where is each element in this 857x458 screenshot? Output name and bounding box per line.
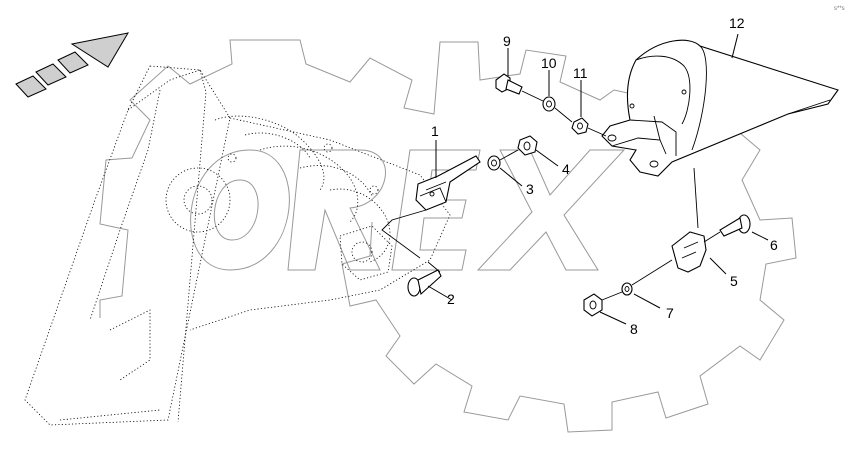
plate-part-5 bbox=[671, 231, 707, 273]
callout-4: 4 bbox=[562, 161, 570, 177]
bolt-part-6 bbox=[719, 214, 751, 237]
callout-11: 11 bbox=[573, 65, 588, 81]
callout-7: 7 bbox=[666, 305, 674, 321]
background-assembly bbox=[24, 65, 451, 426]
callout-1: 1 bbox=[431, 123, 439, 139]
callout-2: 2 bbox=[447, 291, 455, 307]
corner-code: s**s bbox=[834, 6, 845, 12]
leader-lines bbox=[427, 33, 769, 325]
guard-to-plate-line bbox=[693, 167, 699, 229]
bolt-part-9 bbox=[495, 73, 523, 95]
nut-part-8 bbox=[583, 293, 603, 317]
nut-part-4 bbox=[517, 135, 538, 156]
callout-5: 5 bbox=[730, 273, 738, 289]
callout-9: 9 bbox=[503, 33, 511, 49]
nut-part-11 bbox=[571, 117, 589, 135]
bolt-part-2 bbox=[407, 269, 442, 297]
washer-part-10 bbox=[542, 96, 556, 112]
bolt-6-axis bbox=[703, 231, 721, 243]
direction-arrow-icon bbox=[15, 32, 129, 98]
callout-10: 10 bbox=[541, 55, 557, 71]
washer-7-axis bbox=[631, 259, 673, 286]
callout-8: 8 bbox=[630, 321, 638, 337]
leader-1-to-frame bbox=[381, 209, 427, 259]
callout-3: 3 bbox=[526, 181, 534, 197]
callout-6: 6 bbox=[770, 237, 778, 253]
washer-part-3 bbox=[487, 155, 501, 171]
bolt-2-axis bbox=[427, 261, 441, 273]
bracket-part-1 bbox=[415, 155, 481, 211]
callout-12: 12 bbox=[729, 15, 745, 31]
washer-part-7 bbox=[621, 282, 633, 296]
fastener-axis-3-4 bbox=[499, 149, 519, 161]
fastener-axis-9-11 bbox=[521, 90, 607, 137]
guard-part-12 bbox=[601, 39, 839, 177]
nut-8-axis bbox=[601, 291, 623, 301]
